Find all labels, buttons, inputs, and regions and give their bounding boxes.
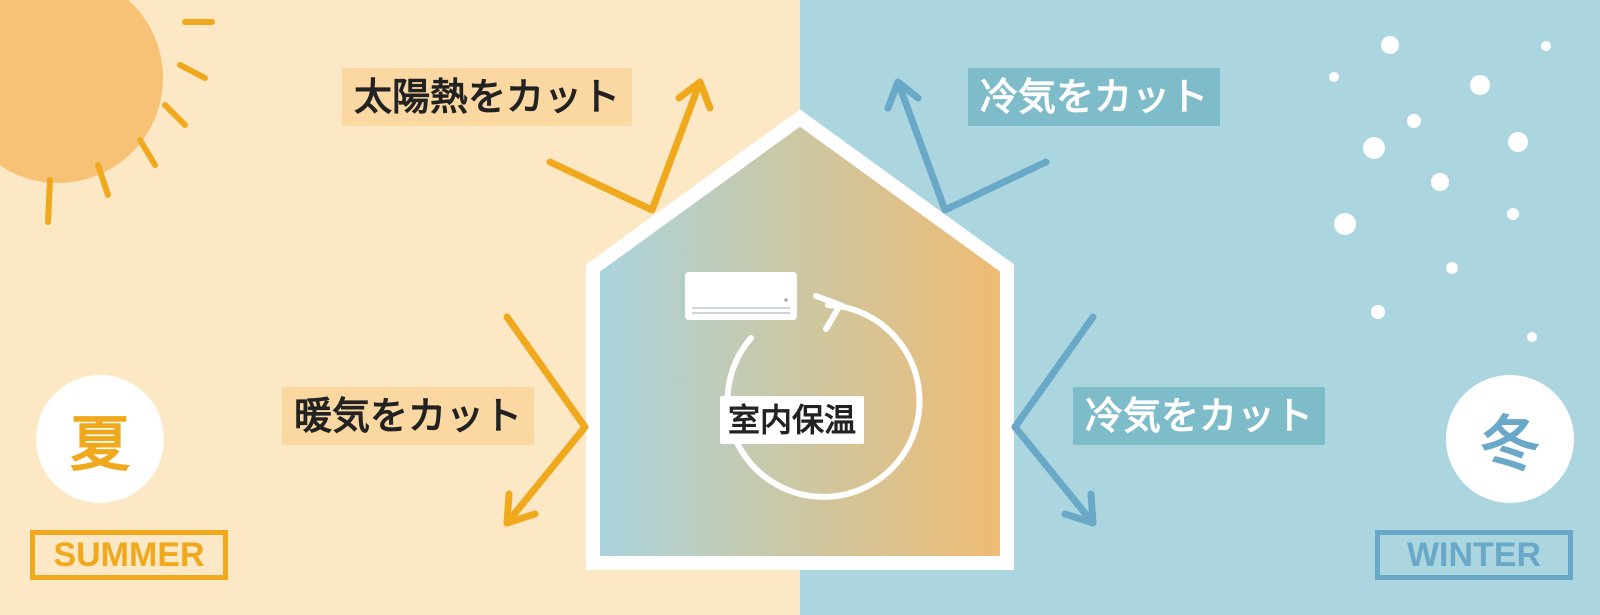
air-conditioner-icon <box>685 272 797 320</box>
sun-icon <box>0 0 215 225</box>
winter-arrows <box>884 78 1097 527</box>
summer-season-label: SUMMER <box>30 530 228 580</box>
summer-top-label: 太陽熱をカット <box>342 68 633 126</box>
summer-side-label: 暖気をカット <box>282 387 535 445</box>
snow-icon <box>1329 36 1551 342</box>
summer-badge: 夏 <box>36 375 164 503</box>
indoor-insulation-label: 室内保温 <box>720 396 865 444</box>
summer-arrows <box>503 78 714 527</box>
winter-season-label: WINTER <box>1375 530 1573 580</box>
winter-badge: 冬 <box>1446 375 1574 503</box>
winter-side-label: 冷気をカット <box>1073 387 1326 445</box>
winter-top-label: 冷気をカット <box>968 68 1221 126</box>
